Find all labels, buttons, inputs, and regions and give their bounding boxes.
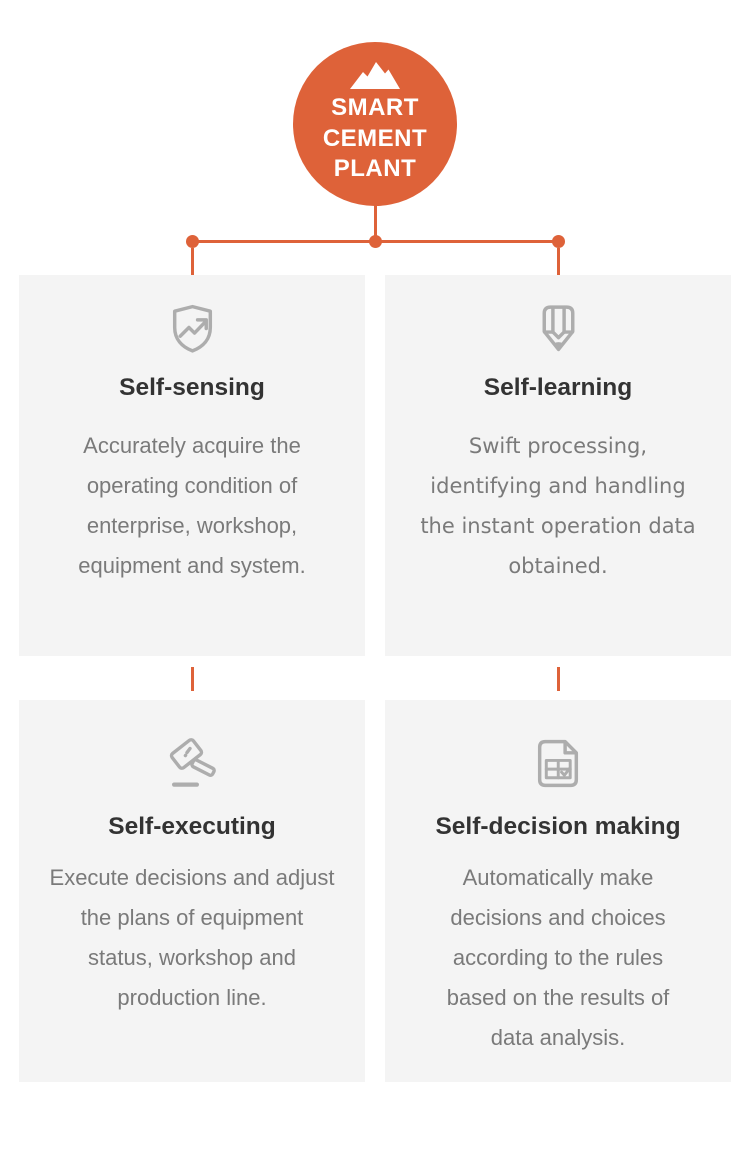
hub-title-line: PLANT	[333, 155, 417, 182]
card-body-line: Swift processing,	[468, 434, 648, 458]
connector-dot-right	[551, 234, 565, 248]
hub-title-line: SMART	[331, 94, 419, 121]
mountain-icon	[350, 62, 400, 89]
card-body-line: according to the rules	[452, 945, 664, 970]
card-title: Self-learning	[483, 374, 633, 401]
card-self-executing: Self-executing Execute decisions and adj…	[19, 700, 365, 1082]
card-body-line: enterprise, workshop,	[86, 513, 298, 538]
card-body-line: decisions and choices	[450, 905, 666, 930]
card-body: Execute decisions and adjust the plans o…	[42, 858, 343, 1018]
connector-hub-stem	[373, 205, 377, 236]
card-body-line: data analysis.	[490, 1025, 626, 1050]
card-title: Self-sensing	[119, 374, 265, 401]
card-body-line: status, workshop and	[88, 945, 296, 970]
card-body-line: identifying and handling	[430, 474, 686, 498]
card-body-line: the plans of equipment	[80, 905, 304, 930]
card-body-line: production line.	[117, 985, 267, 1010]
card-body-line: operating condition of	[86, 473, 298, 498]
card-title: Self-decision making	[435, 813, 681, 840]
gavel-icon	[161, 735, 223, 792]
shield-trend-arrow-icon	[164, 300, 221, 357]
connector-dot-left	[185, 234, 199, 248]
card-body-line: obtained.	[508, 554, 608, 578]
document-check-icon	[530, 735, 587, 792]
connector-rowgap-right	[556, 667, 560, 691]
card-body-line: based on the results of	[446, 985, 670, 1010]
card-body-line: the instant operation data	[420, 514, 696, 538]
card-body: Swift processing, identifying and handli…	[412, 426, 703, 586]
hub-title: SMART CEMENT PLANT	[323, 93, 427, 185]
connector-rowgap-left	[190, 667, 194, 691]
card-body-line: Execute decisions and adjust	[49, 865, 335, 890]
card-title: Self-executing	[108, 813, 276, 840]
card-self-learning: Self-learning Swift processing, identify…	[385, 275, 731, 656]
pencil-badge-icon	[530, 300, 587, 357]
card-self-sensing: Self-sensing Accurately acquire the oper…	[19, 275, 365, 656]
hub-circle: SMART CEMENT PLANT	[293, 42, 457, 206]
card-body-line: Automatically make	[462, 865, 654, 890]
card-body: Accurately acquire the operating conditi…	[70, 426, 313, 586]
connector-stub-left	[190, 248, 194, 275]
connector-stub-right	[556, 248, 560, 275]
hub-title-line: CEMENT	[322, 124, 428, 152]
card-body: Automatically make decisions and choices…	[439, 858, 678, 1058]
connector-dot-center	[368, 234, 382, 248]
card-self-decision-making: Self-decision making Automatically make …	[385, 700, 731, 1082]
card-body-line: equipment and system.	[78, 553, 306, 578]
card-body-line: Accurately acquire the	[83, 433, 301, 458]
